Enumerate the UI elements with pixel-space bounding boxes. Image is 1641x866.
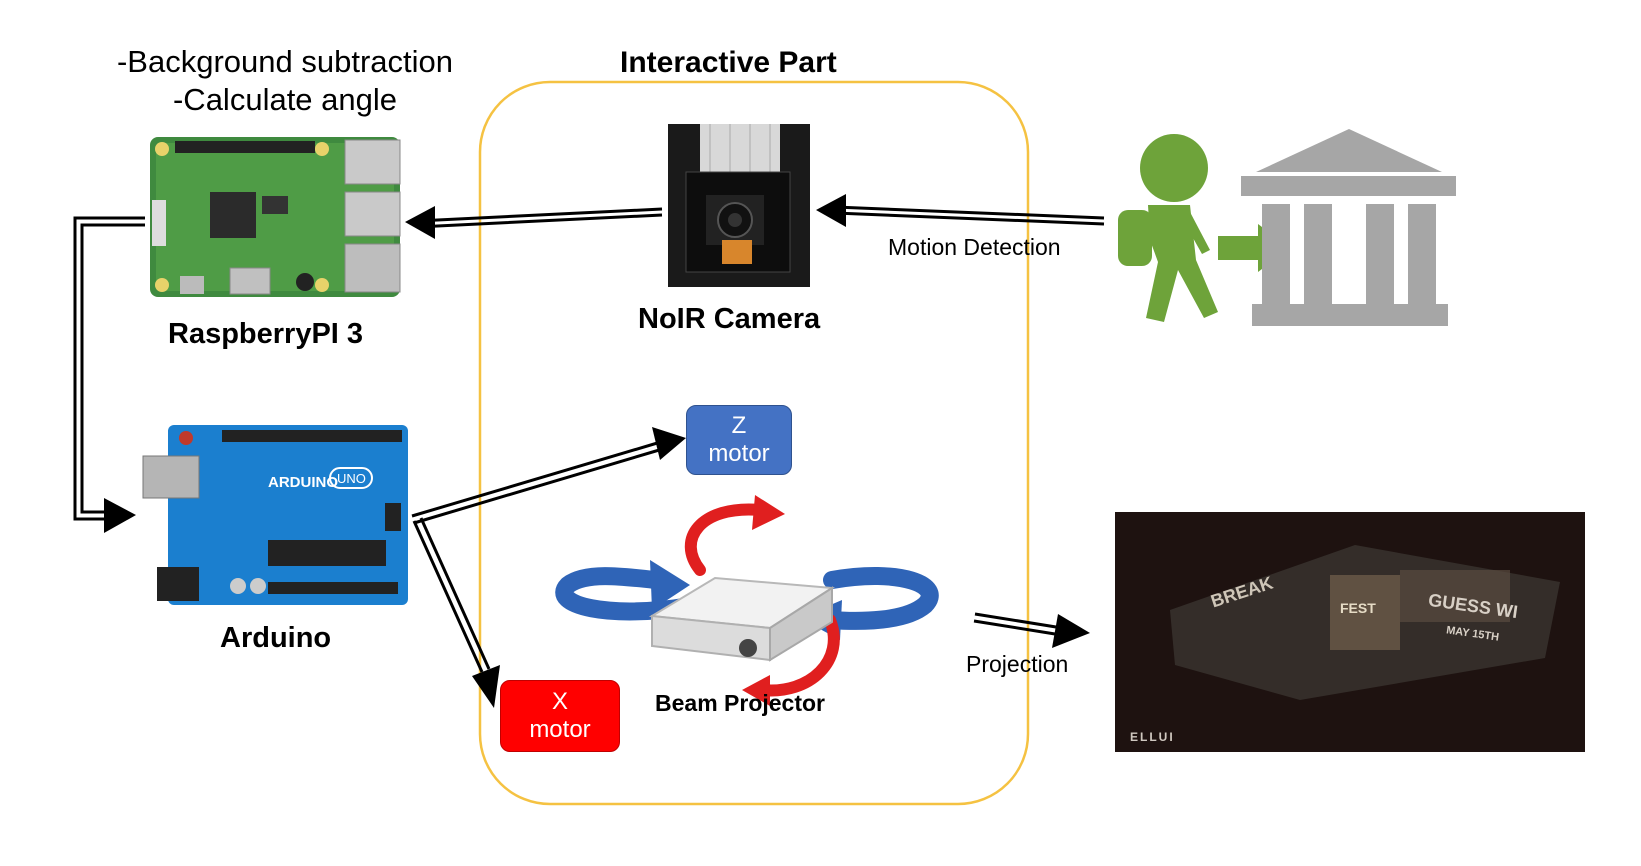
- projection-text-4: FEST: [1340, 600, 1376, 616]
- z-motor-text: motor: [708, 440, 770, 467]
- building-icon: [1241, 129, 1456, 326]
- projection-screen: [1115, 512, 1585, 752]
- projector-rotation-arrows: [555, 495, 939, 706]
- interactive-part-frame: [478, 80, 1030, 806]
- note-background-subtraction: -Background subtraction: [116, 44, 454, 79]
- x-motor-box: X motor: [500, 680, 620, 752]
- x-motor-text: motor: [529, 716, 591, 743]
- svg-text:UNO: UNO: [337, 471, 366, 486]
- arrow-arduino-to-x-motor: [412, 517, 500, 708]
- raspberry-pi-label: RaspberryPI 3: [168, 318, 364, 350]
- arduino-board: ARDUINO UNO: [142, 425, 408, 605]
- x-motor-axis: X: [551, 688, 568, 715]
- arrow-camera-to-raspberry: [405, 206, 663, 239]
- processing-notes: -Background subtraction -Calculate angle: [100, 43, 470, 119]
- noir-camera-image: [668, 124, 810, 287]
- projection-label: Projection: [966, 651, 1069, 677]
- beam-projector-label: Beam Projector: [655, 690, 826, 716]
- projection-brand: ELLUI: [1130, 730, 1175, 744]
- svg-text:ARDUINO: ARDUINO: [268, 474, 338, 491]
- beam-projector-image: [648, 576, 836, 662]
- interactive-part-title: Interactive Part: [620, 46, 837, 79]
- note-calculate-angle: -Calculate angle: [172, 82, 398, 117]
- walking-person-icon: [1118, 134, 1218, 322]
- arduino-label: Arduino: [220, 622, 332, 654]
- motion-detection-label: Motion Detection: [888, 234, 1061, 260]
- z-motor-axis: Z: [731, 412, 747, 439]
- arrow-arduino-to-z-motor: [411, 427, 686, 525]
- arrow-projector-to-screen: [973, 612, 1090, 648]
- z-motor-box: Z motor: [686, 405, 792, 475]
- arrow-raspberry-to-arduino: [73, 216, 145, 533]
- arrow-motion-to-camera: [816, 194, 1105, 227]
- raspberry-pi-board: [150, 137, 401, 297]
- noir-camera-label: NoIR Camera: [638, 303, 821, 335]
